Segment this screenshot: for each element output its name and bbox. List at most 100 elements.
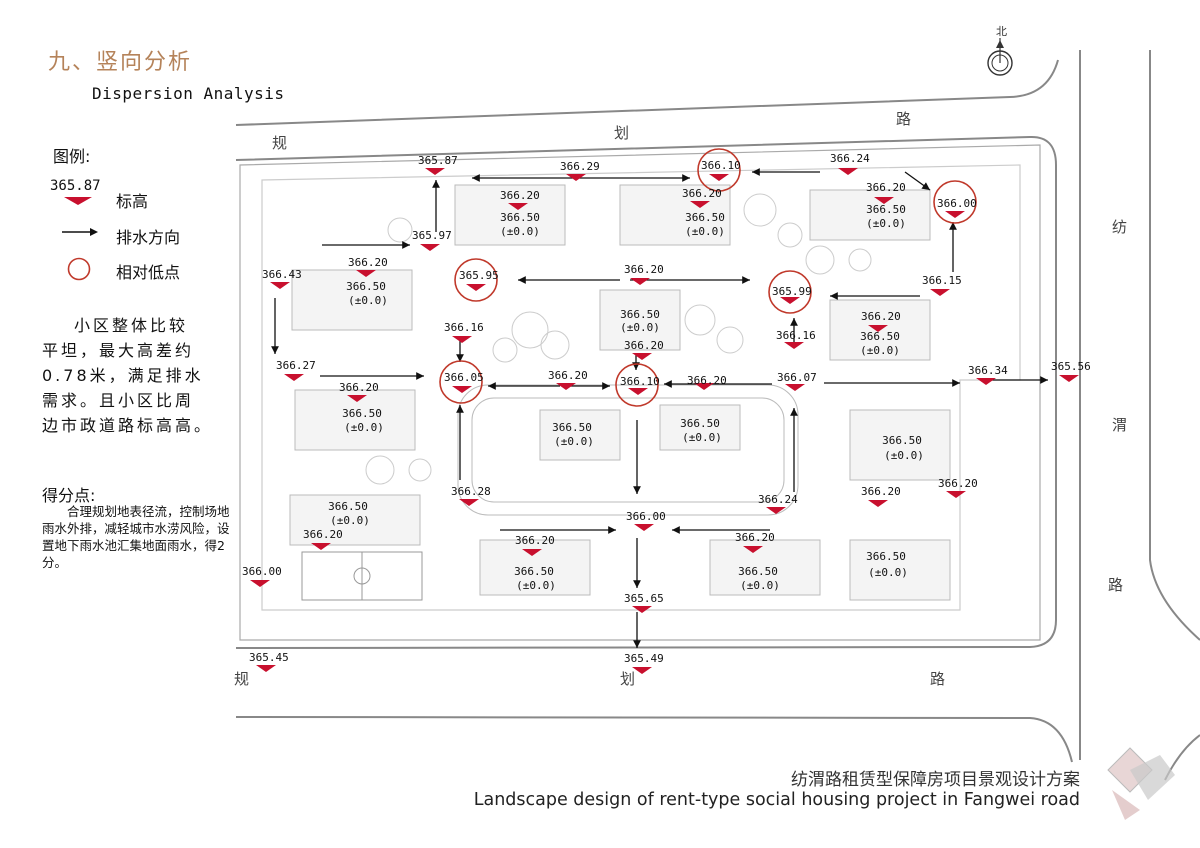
elevation-marker-icon <box>785 384 805 391</box>
elevation-label: 366.20 <box>515 534 555 547</box>
low-point-icon <box>615 363 659 407</box>
internal-road <box>457 384 799 516</box>
description-line: 平坦，最大高差约 <box>42 341 195 360</box>
elevation-marker-icon <box>709 174 729 181</box>
low-point-icon <box>768 270 812 314</box>
building-level-sub: (±0.0) <box>685 225 725 238</box>
elevation-label: 365.56 <box>1051 360 1091 373</box>
landscape-trees <box>365 193 872 485</box>
elevation-label: 366.20 <box>500 189 540 202</box>
elevation-marker-icon <box>628 388 648 395</box>
legend-label-low-point: 相对低点 <box>116 263 181 282</box>
drainage-arrows <box>271 168 1048 648</box>
footer-title-cn: 纺渭路租赁型保障房项目景观设计方案 <box>791 770 1080 790</box>
elevation-marker-icon <box>766 507 786 514</box>
building-level-sub: (±0.0) <box>868 566 908 579</box>
building-level-sub: (±0.0) <box>348 294 388 307</box>
elevation-marker-icon <box>868 500 888 507</box>
elevation-marker-icon <box>976 378 996 385</box>
elevation-marker-icon <box>743 546 763 553</box>
basketball-court <box>301 551 423 601</box>
elevation-marker-icon <box>868 325 888 332</box>
elevation-marker-icon <box>874 197 894 204</box>
elevation-label: 366.00 <box>626 510 666 523</box>
elevation-label: 366.00 <box>937 197 977 210</box>
elevation-marker-icon <box>452 336 472 343</box>
road-label-north: 路 <box>896 110 911 128</box>
building-level: 366.50 <box>620 308 660 321</box>
building-level-sub: (±0.0) <box>344 421 384 434</box>
site-boundary <box>239 144 1041 641</box>
score-text: 合理规划地表径流，控制场地雨水外排，减轻城市水涝风险，设置地下雨水池汇集地面雨水… <box>42 504 230 570</box>
description-line: 边市政道路标高高。 <box>42 416 214 435</box>
compass-icon <box>987 38 1013 76</box>
description-line: 0.78米，满足排水 <box>42 366 204 385</box>
elevation-marker-icon <box>946 491 966 498</box>
low-point-icon <box>933 180 977 224</box>
elevation-label: 366.20 <box>303 528 343 541</box>
elevation-label: 366.20 <box>624 339 664 352</box>
low-points <box>439 148 977 407</box>
elevation-label: 366.16 <box>776 329 816 342</box>
elevation-label: 366.20 <box>339 381 379 394</box>
elevation-label: 366.15 <box>922 274 962 287</box>
building-level: 366.50 <box>328 500 368 513</box>
elevation-label: 366.07 <box>777 371 817 384</box>
elevation-marker-icon <box>632 606 652 613</box>
building-level: 366.50 <box>685 211 725 224</box>
elevation-marker-icon <box>256 665 276 672</box>
elevation-label: 365.45 <box>249 651 289 664</box>
logo-icon <box>1107 747 1175 820</box>
footer-title-en: Landscape design of rent-type social hou… <box>473 790 1080 810</box>
building-level-sub: (±0.0) <box>860 344 900 357</box>
elevation-marker-icon <box>459 499 479 506</box>
building-levels: 366.50 (±0.0) 366.50 (±0.0) 366.50 (±0.0… <box>328 203 924 592</box>
elevation-label: 366.16 <box>444 321 484 334</box>
elevation-label: 366.10 <box>620 375 660 388</box>
legend-label-drain: 排水方向 <box>116 228 181 247</box>
elevation-marker-icon <box>634 524 654 531</box>
elevation-marker-icon <box>425 168 445 175</box>
elevation-labels: 365.87 366.29 366.10 366.24 366.20 366.2… <box>242 152 1091 665</box>
elevation-label: 366.24 <box>758 493 798 506</box>
low-point-icon <box>697 148 741 192</box>
elevation-marker-icon <box>780 297 800 304</box>
building-level: 366.50 <box>346 280 386 293</box>
page-subtitle: Dispersion Analysis <box>92 84 285 103</box>
page-title: 九、竖向分析 <box>48 50 193 75</box>
elevation-label: 366.20 <box>866 181 906 194</box>
building-level: 366.50 <box>552 421 592 434</box>
road-label-north: 划 <box>614 124 629 142</box>
road-label-east: 路 <box>1108 576 1123 594</box>
drain-arrow <box>904 171 931 191</box>
elevation-marker-icon <box>508 203 528 210</box>
elevation-marker-icon <box>311 543 331 550</box>
elevation-label: 365.95 <box>459 269 499 282</box>
building-level-sub: (±0.0) <box>330 514 370 527</box>
building-level: 366.50 <box>500 211 540 224</box>
elevation-marker-icon <box>945 211 965 218</box>
score-title: 得分点: <box>42 486 96 505</box>
elevation-marker-icon <box>694 383 714 390</box>
elevation-markers <box>250 168 1079 674</box>
elevation-marker-icon <box>838 168 858 175</box>
building-level: 366.50 <box>882 434 922 447</box>
building-level: 366.50 <box>680 417 720 430</box>
elevation-label: 366.20 <box>735 531 775 544</box>
road-label-south: 划 <box>620 670 635 688</box>
building-level: 366.50 <box>738 565 778 578</box>
road-label-south: 路 <box>930 670 945 688</box>
elevation-marker-icon <box>522 549 542 556</box>
elevation-marker-icon <box>556 383 576 390</box>
elevation-label: 366.20 <box>682 187 722 200</box>
elevation-label: 365.97 <box>412 229 452 242</box>
elevation-label: 366.20 <box>861 310 901 323</box>
building-level: 366.50 <box>866 203 906 216</box>
description-line: 需求。且小区比周 <box>42 391 195 410</box>
elevation-label: 366.43 <box>262 268 302 281</box>
elevation-label: 366.20 <box>938 477 978 490</box>
elevation-marker-icon <box>466 284 486 291</box>
legend-label-elevation: 标高 <box>116 192 149 211</box>
elevation-label: 366.34 <box>968 364 1008 377</box>
building-level-sub: (±0.0) <box>866 217 906 230</box>
